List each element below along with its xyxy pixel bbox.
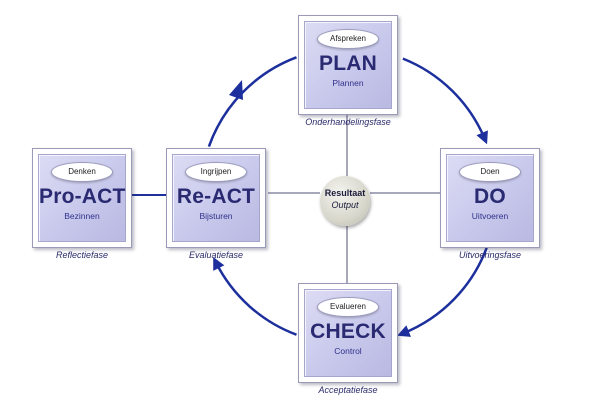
arc-plan-to-do xyxy=(402,57,488,145)
plan-title: PLAN xyxy=(319,52,377,75)
arrow-react-to-plan xyxy=(229,80,243,100)
phase-check: Acceptatiefase xyxy=(318,385,378,395)
proact-subtitle: Bezinnen xyxy=(64,211,100,221)
react-subtitle: Bijsturen xyxy=(199,211,233,221)
react-pill: Ingrijpen xyxy=(185,162,247,182)
arc-react-to-plan xyxy=(207,56,297,148)
do-box: Doen DO Uitvoeren xyxy=(440,148,540,248)
check-pill: Evalueren xyxy=(317,297,379,317)
proact-title: Pro-ACT xyxy=(39,185,126,208)
proact-box: Denken Pro-ACT Bezinnen xyxy=(32,148,132,248)
proact-pill: Denken xyxy=(51,162,113,182)
result-title: Resultaat xyxy=(324,188,366,198)
plan-subtitle: Plannen xyxy=(332,78,364,88)
phase-plan: Onderhandelingsfase xyxy=(305,117,391,127)
react-title: Re-ACT xyxy=(176,185,256,208)
phase-react: Evaluatiefase xyxy=(188,250,244,260)
do-title: DO xyxy=(474,185,506,208)
arc-check-to-react xyxy=(213,257,297,336)
check-subtitle: Control xyxy=(334,346,362,356)
plan-pill: Afspreken xyxy=(317,29,379,49)
check-box: Evalueren CHECK Control xyxy=(298,283,398,383)
phase-do: Uitvoeringsfase xyxy=(458,250,522,260)
check-title: CHECK xyxy=(310,320,386,343)
arc-do-to-check xyxy=(397,246,489,337)
result-circle: Resultaat Output xyxy=(320,176,370,226)
result-subtitle: Output xyxy=(331,200,359,210)
phase-proact: Reflectiefase xyxy=(55,250,109,260)
do-subtitle: Uitvoeren xyxy=(471,211,509,221)
plan-box: Afspreken PLAN Plannen xyxy=(298,15,398,115)
do-pill: Doen xyxy=(459,162,521,182)
react-box: Ingrijpen Re-ACT Bijsturen xyxy=(166,148,266,248)
